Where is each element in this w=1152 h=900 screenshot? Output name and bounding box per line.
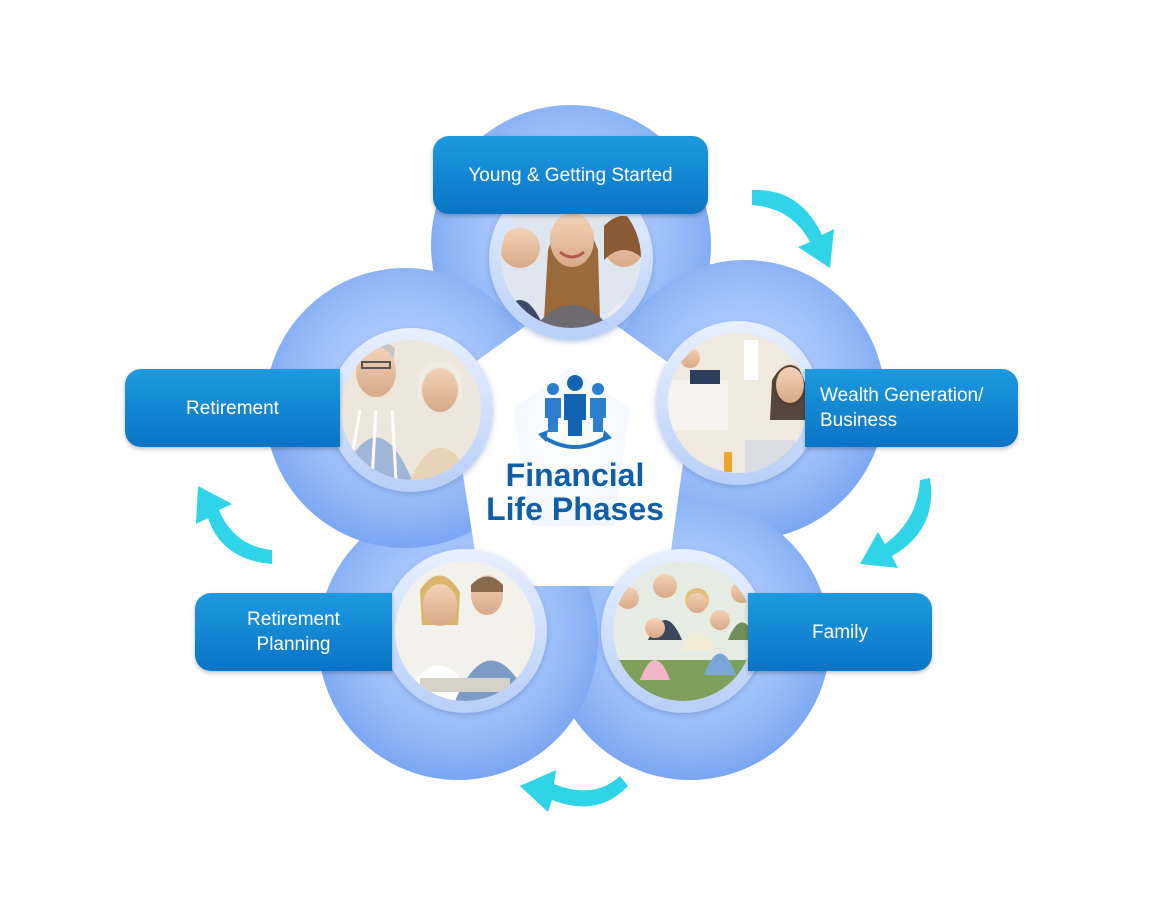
phase-label-text: Retirement: [186, 397, 279, 419]
arrow-icon: [860, 478, 932, 568]
phase-label-retirement-planning: Retirement Planning: [195, 593, 392, 671]
couple-planning-photo: [383, 549, 547, 713]
phase-label-text: Wealth Generation/ Business: [820, 385, 984, 431]
work-from-home-photo: [656, 321, 820, 485]
diagram-title: Financial Life Phases: [486, 457, 664, 527]
cycle-arrows: [196, 189, 932, 812]
phase-label-text: Young & Getting Started: [468, 164, 673, 186]
arrow-icon: [520, 770, 628, 812]
arrow-icon: [752, 189, 834, 268]
group-of-people-cycle-icon: [538, 375, 612, 449]
senior-couple-photo: [329, 328, 493, 492]
phase-label-family: Family: [748, 593, 932, 671]
phase-label-text: Family: [812, 621, 868, 643]
phase-label-text: Retirement Planning: [247, 609, 340, 655]
center-hub: [451, 300, 692, 586]
phase-label-young: Young & Getting Started: [433, 136, 708, 214]
arrow-icon: [196, 486, 272, 564]
family-photo: [601, 549, 765, 713]
phase-label-wealth: Wealth Generation/ Business: [805, 369, 1018, 447]
phase-label-retirement: Retirement: [125, 369, 340, 447]
